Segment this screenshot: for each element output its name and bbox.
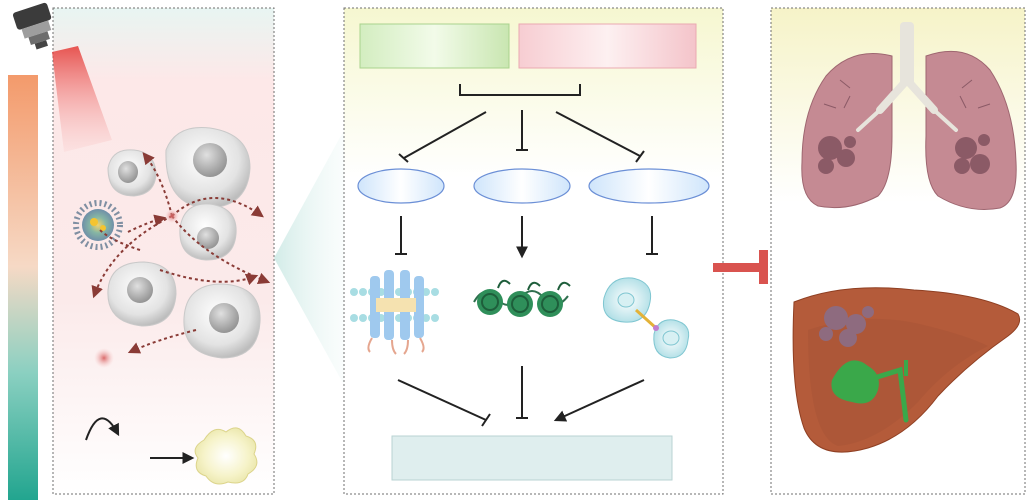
target-ellipse bbox=[588, 168, 710, 204]
migration-arrows bbox=[91, 152, 271, 354]
nanoparticle-icon bbox=[73, 200, 123, 250]
tumor-cell-fragment bbox=[165, 209, 179, 223]
cell-icon bbox=[107, 149, 157, 197]
dead-cell-icon bbox=[194, 427, 258, 485]
curved-arrow-icon bbox=[85, 417, 120, 441]
cell-icon bbox=[183, 283, 261, 359]
lung-icon bbox=[801, 22, 1017, 210]
inhibit-arrow-icon bbox=[713, 250, 768, 284]
cell-icon bbox=[107, 261, 177, 327]
bottom-box bbox=[391, 435, 673, 481]
membrane-protein-icon bbox=[350, 270, 439, 355]
liver-icon bbox=[792, 287, 1021, 453]
dna-icon bbox=[473, 279, 571, 317]
top-right-box bbox=[518, 23, 697, 69]
cell-icon bbox=[179, 203, 237, 261]
inhibit-lines-bottom bbox=[397, 366, 645, 427]
cell-icon bbox=[165, 126, 251, 209]
bracket-connector bbox=[459, 84, 581, 96]
inhibit-lines-top bbox=[398, 110, 645, 163]
tumor-cell-fragment bbox=[94, 348, 114, 368]
top-left-box bbox=[359, 23, 510, 69]
inhibit-lines-mid bbox=[395, 216, 658, 259]
zoom-funnel bbox=[274, 130, 344, 385]
target-ellipse bbox=[357, 168, 445, 204]
middle-panel bbox=[343, 7, 724, 495]
laser-icon bbox=[12, 2, 112, 152]
intensity-gradient-bar bbox=[8, 75, 38, 500]
cell-migration-icon bbox=[602, 277, 690, 359]
target-ellipse bbox=[473, 168, 571, 204]
